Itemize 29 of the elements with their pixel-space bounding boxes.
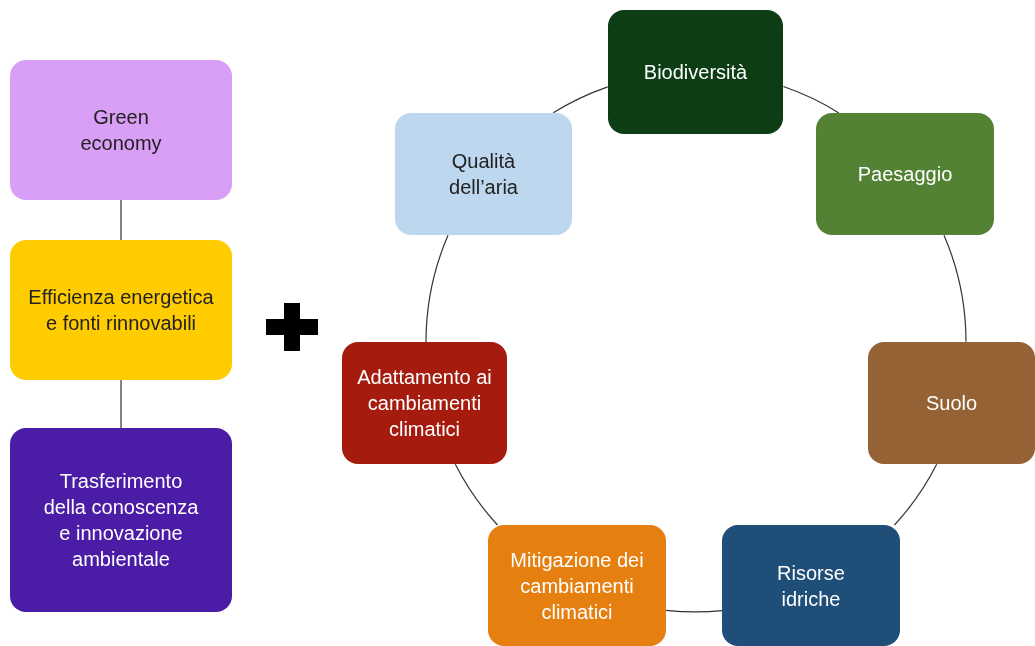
connector-line — [893, 463, 938, 526]
box-label: Qualità dell’aria — [448, 149, 519, 200]
connector-line — [425, 234, 449, 343]
box-label: Risorse idriche — [776, 560, 846, 612]
box-label: Green economy — [79, 105, 163, 156]
connector-line — [552, 86, 609, 114]
connector-line — [454, 463, 499, 526]
topic-box — [10, 240, 232, 380]
topic-box — [816, 113, 994, 235]
box-label: Mitigazione dei cambiamenti climatici — [509, 547, 645, 625]
box-label: Adattamento ai cambiamenti climatici — [356, 365, 493, 442]
topic-box — [868, 342, 1035, 464]
topic-box — [10, 60, 232, 200]
topic-box — [10, 428, 232, 612]
box-label: Trasferimento della conoscenza e innovazione ambientale — [42, 469, 200, 572]
box-label: Paesaggio — [857, 162, 953, 187]
topic-box — [342, 342, 507, 464]
box-label: Biodiversità — [643, 60, 748, 85]
connector-line — [120, 199, 122, 241]
connector-line — [782, 85, 840, 114]
connector-line — [120, 379, 122, 429]
box-label: Suolo — [925, 391, 978, 416]
connector-line — [943, 234, 967, 343]
topic-box — [488, 525, 666, 646]
topic-box — [722, 525, 900, 646]
connector-line — [665, 609, 723, 613]
topic-box — [608, 10, 783, 134]
box-label: Efficienza energetica e fonti rinnovabili — [27, 285, 215, 336]
topic-box — [395, 113, 572, 235]
